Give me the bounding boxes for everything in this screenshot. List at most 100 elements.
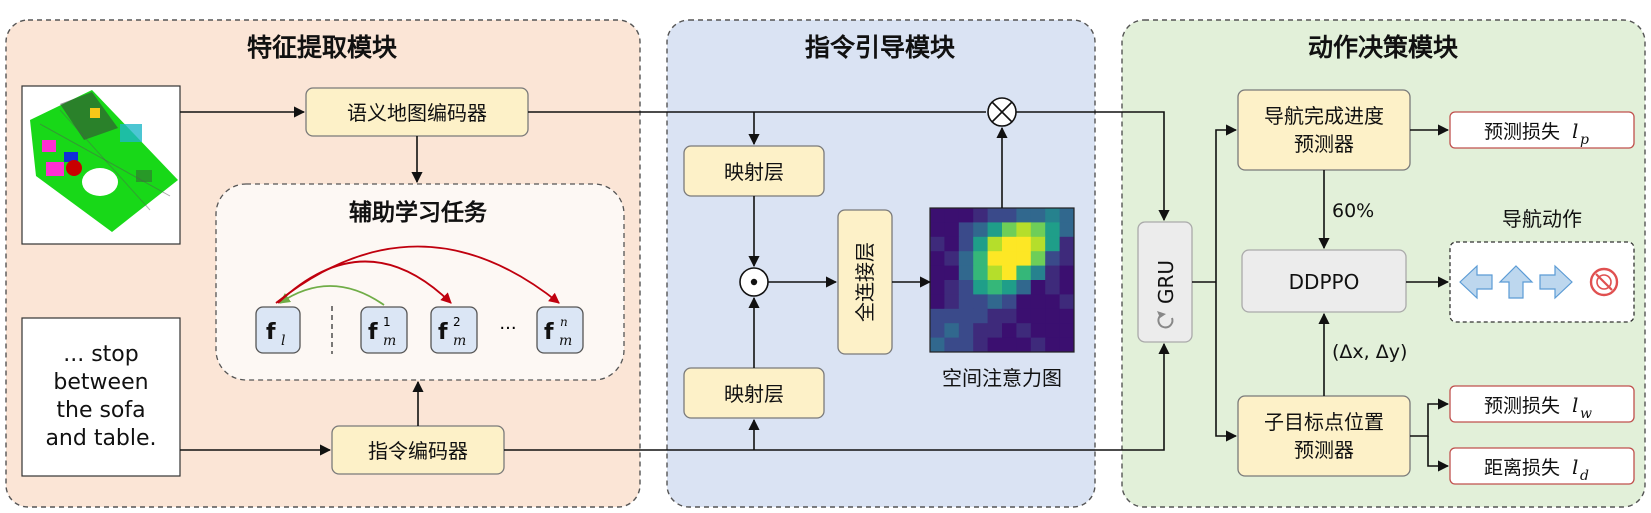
heatmap-cell	[1016, 323, 1032, 339]
heatmap-cell	[1016, 222, 1032, 238]
gru-label: GRU	[1154, 260, 1178, 304]
heatmap-cell	[1059, 236, 1075, 252]
arc-fl-fm1	[279, 285, 385, 306]
token-fm1: f 1 m	[360, 306, 408, 354]
heatmap-cell	[1016, 280, 1032, 295]
heatmap-cell	[958, 337, 974, 353]
heatmap-cell	[1059, 251, 1075, 267]
loss-p-symbol: l	[1572, 119, 1578, 143]
heatmap-cell	[944, 251, 960, 267]
heatmap-cell	[958, 308, 974, 324]
otimes-cross-b	[991, 101, 1013, 123]
stop-icon	[1589, 267, 1619, 297]
heatmap-cell	[944, 236, 960, 252]
heatmap-cell	[1030, 208, 1046, 223]
heatmap-cell	[1045, 208, 1061, 223]
heatmap-cell	[1016, 308, 1032, 324]
progress-predictor-box	[1237, 89, 1411, 171]
svg-text:m: m	[453, 333, 466, 349]
heatmap-cell	[944, 280, 960, 295]
heatmap-cell	[987, 337, 1003, 353]
heatmap-cell	[973, 308, 989, 324]
heatmap-cell	[987, 265, 1003, 281]
instruction-encoder-label: 指令编码器	[368, 439, 468, 463]
heatmap-cell	[973, 208, 989, 223]
svg-text:f: f	[266, 320, 276, 345]
ddppo-box	[1241, 249, 1407, 313]
heatmap-cell	[1045, 294, 1061, 310]
heatmap-cell	[944, 337, 960, 353]
heatmap-cell	[973, 294, 989, 310]
heatmap-cell	[987, 251, 1003, 267]
svg-text:n: n	[560, 315, 568, 329]
heatmap-cell	[944, 323, 960, 339]
heatmap-cell	[1045, 337, 1061, 353]
edge-instr-to-gru	[504, 342, 1170, 451]
heatmap-cell	[973, 236, 989, 252]
heatmap-cell	[1002, 337, 1017, 353]
heatmap-cell	[987, 208, 1003, 223]
heatmap-cell	[1002, 236, 1017, 252]
svg-text:1: 1	[383, 315, 391, 329]
heatmap-cell	[1059, 208, 1075, 223]
token-ellipsis: ···	[499, 318, 516, 339]
heatmap-cell	[944, 208, 960, 223]
heatmap-cell	[1016, 265, 1032, 281]
ddppo-label: DDPPO	[1289, 270, 1360, 294]
fully-connected-label: 全连接层	[853, 242, 877, 322]
heatmap-cell	[958, 294, 974, 310]
heatmap-cell	[930, 323, 945, 339]
nav-actions-title: 导航动作	[1502, 207, 1582, 231]
loss-d-subscript: d	[1580, 468, 1589, 484]
heatmap-cell	[958, 208, 974, 223]
action-module-title: 动作决策模块	[1308, 33, 1458, 62]
heatmap-cell	[1002, 265, 1017, 281]
heatmap-cell	[1002, 222, 1017, 238]
heatmap-cell	[1045, 308, 1061, 324]
heatmap-cell	[1002, 323, 1017, 339]
edge-otimes-to-gru	[1016, 111, 1170, 222]
token-fl: f l	[255, 306, 301, 354]
edge-gru-to-subgoal	[1215, 282, 1238, 442]
heatmap-cell	[987, 280, 1003, 295]
heatmap-cell	[1030, 265, 1046, 281]
auxiliary-tasks-title: 辅助学习任务	[349, 199, 488, 226]
loss-d-text: 距离损失	[1484, 457, 1560, 479]
heatmap-cell	[1030, 280, 1046, 295]
heatmap-cell	[973, 323, 989, 339]
odot-dot	[750, 278, 758, 286]
heatmap-cell	[1016, 251, 1032, 267]
arrow-left-icon	[1459, 264, 1493, 300]
mapping-layer-bottom-label: 映射层	[724, 382, 784, 406]
instruction-module-title: 指令引导模块	[805, 33, 955, 62]
svg-text:f: f	[438, 320, 448, 345]
heatmap-cell	[944, 308, 960, 324]
arrow-right-icon	[1539, 264, 1573, 300]
token-fmn: f n m	[536, 306, 584, 354]
loss-p-text: 预测损失	[1484, 121, 1560, 143]
heatmap-cell	[1059, 265, 1075, 281]
heatmap-cell	[1030, 294, 1046, 310]
heatmap-cell	[1030, 222, 1046, 238]
heatmap-cell	[930, 337, 945, 353]
progress-predictor-line-2: 预测器	[1294, 132, 1354, 156]
instruction-line-2: between	[53, 370, 148, 395]
heatmap-cell	[1030, 236, 1046, 252]
arrow-up-icon	[1498, 265, 1534, 299]
edge-subgoal-branch	[1410, 398, 1450, 437]
heatmap-cell	[930, 222, 945, 238]
loss-w-subscript: w	[1580, 406, 1592, 422]
heatmap-cell	[987, 323, 1003, 339]
heatmap-cell	[1059, 294, 1075, 310]
heatmap-cell	[958, 265, 974, 281]
heatmap-cell	[1059, 280, 1075, 295]
heatmap-cell	[1030, 323, 1046, 339]
heatmap-cell	[944, 265, 960, 281]
heatmap-cell	[930, 265, 945, 281]
svg-text:l: l	[281, 333, 285, 349]
loss-d-box	[1449, 447, 1635, 485]
heatmap-cell	[1059, 222, 1075, 238]
heatmap-cell	[973, 337, 989, 353]
heatmap-cell	[1059, 337, 1075, 353]
